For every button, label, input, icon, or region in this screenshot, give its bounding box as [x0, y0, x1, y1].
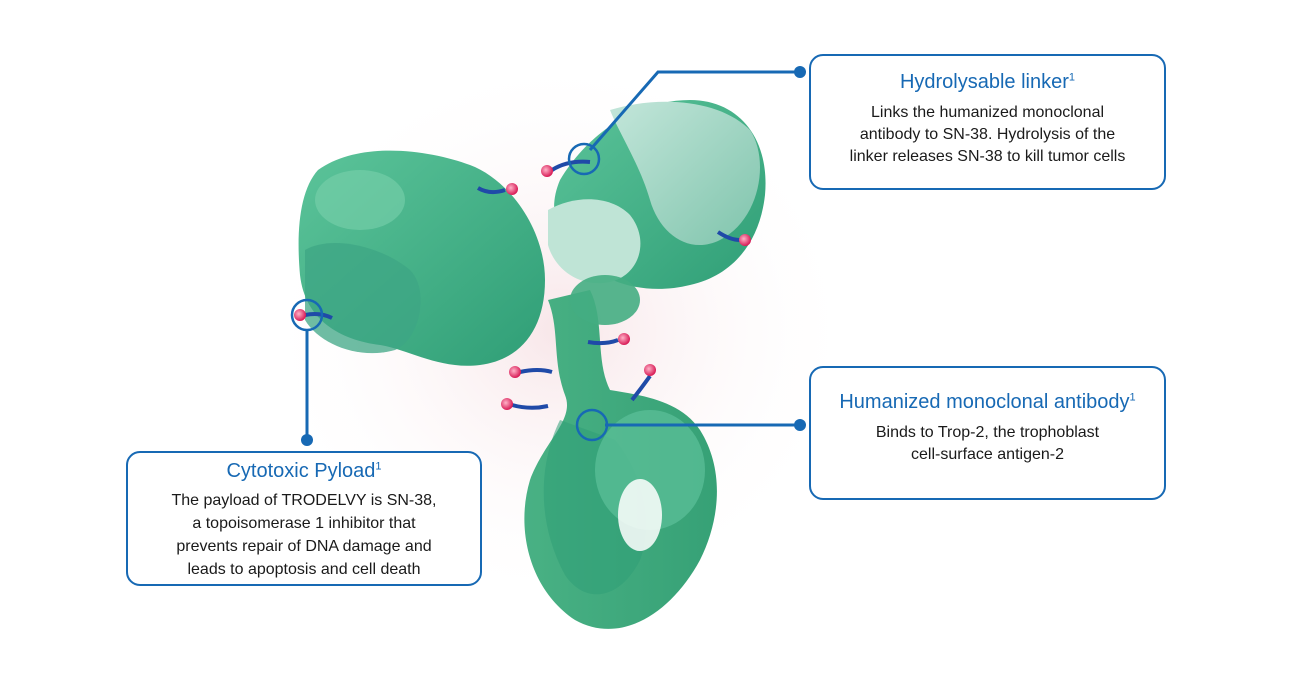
callout-antibody: Humanized monoclonal antibody1 Binds to … [809, 366, 1166, 500]
callout-linker-body: Links the humanized monoclonal antibody … [849, 104, 1126, 165]
callout-payload: Cytotoxic Pyload1 The payload of TRODELV… [126, 451, 482, 586]
payload-marker-ring [290, 298, 324, 332]
callout-payload-title: Cytotoxic Pyload1 [226, 460, 382, 482]
callout-markers [290, 66, 806, 446]
callout-linker-title: Hydrolysable linker1 [899, 71, 1076, 93]
linker-molecule [476, 183, 518, 195]
reference-marker: 1 [1129, 391, 1136, 404]
linker-marker-ring [567, 142, 601, 176]
linker-molecule [294, 309, 333, 321]
linker-molecule [501, 398, 549, 410]
callout-payload-body: The payload of TRODELVY is SN-38, a topo… [171, 492, 437, 578]
linker-molecule [630, 364, 656, 402]
callout-antibody-title: Humanized monoclonal antibody1 [839, 391, 1136, 413]
antibody-marker-dot [794, 419, 806, 431]
linker-leader [588, 70, 800, 151]
antibody-marker-ring [575, 408, 609, 442]
payload-marker-dot [301, 434, 313, 446]
reference-marker: 1 [375, 460, 382, 473]
linker-molecule [509, 366, 553, 378]
antibody-structure [298, 100, 766, 629]
linker-marker-dot [794, 66, 806, 78]
payload-molecules [294, 159, 751, 410]
callout-leader-lines [305, 70, 800, 440]
callout-antibody-body: Binds to Trop-2, the trophoblast cell-su… [875, 424, 1100, 463]
reference-marker: 1 [1068, 71, 1076, 84]
linker-molecule [587, 333, 630, 346]
callout-linker: Hydrolysable linker1 Links the humanized… [809, 54, 1166, 190]
linker-molecule [716, 230, 751, 246]
